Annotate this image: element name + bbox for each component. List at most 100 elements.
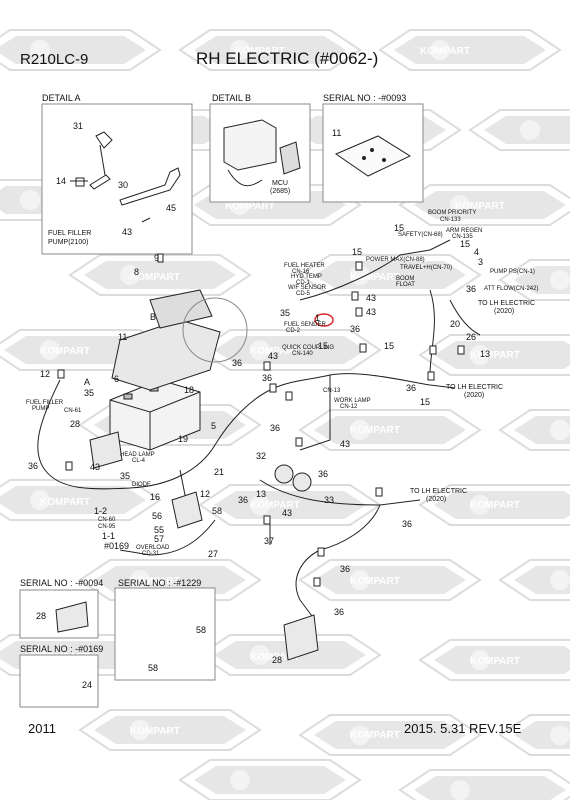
callout-43-left: 43 bbox=[90, 462, 101, 472]
callout-43-a: 43 bbox=[122, 227, 133, 237]
pump-ps-label: PUMP PS(CN-1) bbox=[490, 269, 535, 275]
overload-cn: CD-31 bbox=[142, 551, 160, 557]
callout-57: 57 bbox=[154, 534, 165, 544]
callout-15-right: 15 bbox=[460, 239, 471, 249]
callout-30: 30 bbox=[118, 180, 129, 190]
overload-label: OVERLOAD bbox=[136, 545, 170, 551]
svg-text:KOMPART: KOMPART bbox=[350, 576, 400, 587]
serial-0169-title: SERIAL NO : -#0169 bbox=[20, 644, 104, 654]
callout-15-top2: 15 bbox=[394, 223, 405, 233]
fuel-sender-label: FUEL SENDER bbox=[284, 322, 326, 328]
callout-11-b: 11 bbox=[332, 128, 342, 138]
to-lh-electric-c: TO LH ELECTRIC bbox=[410, 488, 468, 495]
highlight-marker bbox=[314, 313, 334, 327]
svg-text:KOMPART: KOMPART bbox=[250, 346, 300, 357]
serial-0094-title: SERIAL NO : -#0094 bbox=[20, 578, 104, 588]
fuel-filler-pump-line1: FUEL FILLER bbox=[48, 230, 92, 237]
cn-13-label: CN-13 bbox=[323, 388, 341, 394]
boom-priority-label: BOOM PRIORITY bbox=[428, 210, 477, 216]
callout-43-top: 43 bbox=[366, 293, 377, 303]
callout-11: 11 bbox=[118, 332, 128, 342]
callout-55: 55 bbox=[154, 525, 165, 535]
svg-text:KOMPART: KOMPART bbox=[350, 272, 400, 283]
callout-12-lower: 12 bbox=[200, 489, 211, 499]
power-max-label: POWER MAX(CN-88) bbox=[366, 257, 425, 263]
callout-58-serial: 58 bbox=[196, 625, 207, 635]
callout-15-top: 15 bbox=[352, 247, 363, 257]
callout-27: 27 bbox=[208, 549, 219, 559]
mcu-code: (2685) bbox=[270, 188, 291, 195]
detail-b-mcu bbox=[223, 119, 301, 187]
svg-text:KOMPART: KOMPART bbox=[470, 350, 520, 361]
serial-1229-title: SERIAL NO : -#1229 bbox=[118, 578, 202, 588]
work-lamp-label: WORK LAMP bbox=[334, 398, 371, 404]
svg-text:KOMPART: KOMPART bbox=[420, 46, 470, 57]
callout-19: 19 bbox=[178, 434, 189, 444]
callout-36-right: 36 bbox=[350, 324, 361, 334]
svg-text:KOMPART: KOMPART bbox=[470, 656, 520, 667]
fasteners bbox=[57, 253, 465, 587]
callout-31: 31 bbox=[73, 121, 84, 131]
detail-a-title: DETAIL A bbox=[42, 93, 81, 103]
fuse-filler-pump-cn: PUMP bbox=[32, 406, 50, 412]
callout-37: 37 bbox=[264, 536, 275, 546]
callout-6: 6 bbox=[114, 374, 120, 384]
callout-26: 26 bbox=[466, 332, 477, 342]
callout-15-lh: 15 bbox=[420, 397, 431, 407]
svg-text:KOMPART: KOMPART bbox=[40, 346, 90, 357]
to-lh-electric-b-code: (2020) bbox=[464, 392, 485, 399]
callout-15-mid: 15 bbox=[318, 341, 329, 351]
w-f-sensor-label: W/F SENSOR bbox=[288, 285, 327, 291]
svg-text:KOMPART: KOMPART bbox=[470, 500, 520, 511]
callout-21: 21 bbox=[214, 467, 225, 477]
callout-36-bot3: 36 bbox=[402, 519, 413, 529]
callout-28: 28 bbox=[70, 419, 81, 429]
callout-13-right: 13 bbox=[480, 349, 491, 359]
callout-9: 9 bbox=[154, 253, 160, 263]
svg-text:KOMPART: KOMPART bbox=[350, 730, 400, 741]
footer-year: 2011 bbox=[28, 721, 56, 736]
callout-43-work: 43 bbox=[340, 439, 351, 449]
svg-text:KOMPART: KOMPART bbox=[350, 425, 400, 436]
to-lh-electric-a-code: (2020) bbox=[494, 308, 515, 315]
svg-text:KOMPART: KOMPART bbox=[225, 201, 275, 212]
cn-60-label: CN-60 bbox=[98, 517, 116, 523]
callout-16: 16 bbox=[150, 492, 161, 502]
to-lh-electric-b: TO LH ELECTRIC bbox=[446, 384, 504, 391]
svg-text:KOMPART: KOMPART bbox=[250, 500, 300, 511]
callout-35-right: 35 bbox=[280, 308, 291, 318]
callout-35-lower: 35 bbox=[120, 471, 131, 481]
arm-regen-label: ARM REGEN bbox=[446, 228, 483, 234]
hyd-temp-cn: CD-1 bbox=[296, 280, 311, 286]
svg-text:KOMPART: KOMPART bbox=[455, 201, 505, 212]
serial-0169-tag: #0169 bbox=[104, 541, 130, 551]
callout-28-bot: 28 bbox=[272, 655, 283, 665]
svg-text:KOMPART: KOMPART bbox=[250, 652, 300, 663]
callout-1-1: 1-1 bbox=[102, 531, 116, 541]
callout-3: 3 bbox=[478, 257, 484, 267]
serial-0093-plate bbox=[334, 135, 412, 177]
callout-36-qc: 36 bbox=[262, 373, 273, 383]
fuel-heater-cn: CN-16 bbox=[292, 269, 310, 275]
callout-36-lh: 36 bbox=[406, 383, 417, 393]
callout-36-bot2: 36 bbox=[334, 607, 345, 617]
cn-95-label: CN-95 bbox=[98, 524, 116, 530]
safety-label: SAFETY(CN-68) bbox=[398, 232, 443, 238]
fuel-heater-label: FUEL HEATER bbox=[284, 263, 325, 269]
att-flow-label: ATT FLOW(CN-242) bbox=[484, 286, 539, 292]
to-lh-electric-a: TO LH ELECTRIC bbox=[478, 300, 536, 307]
arm-regen-cn: CN-135 bbox=[452, 234, 473, 240]
callout-1-2: 1-2 bbox=[94, 506, 108, 516]
svg-text:KOMPART: KOMPART bbox=[40, 497, 90, 508]
detail-b-title: DETAIL B bbox=[212, 93, 252, 103]
svg-text:KOMPART: KOMPART bbox=[130, 272, 180, 283]
callout-36-bot1: 36 bbox=[340, 564, 351, 574]
diode-label: DIODE bbox=[132, 482, 152, 488]
hyd-temp-label: HYD TEMP bbox=[291, 274, 322, 280]
callout-8: 8 bbox=[134, 267, 140, 277]
mcu-label: MCU bbox=[272, 180, 288, 187]
callout-12: 12 bbox=[40, 369, 51, 379]
callout-18: 18 bbox=[184, 385, 195, 395]
callout-13-mid: 13 bbox=[256, 489, 267, 499]
